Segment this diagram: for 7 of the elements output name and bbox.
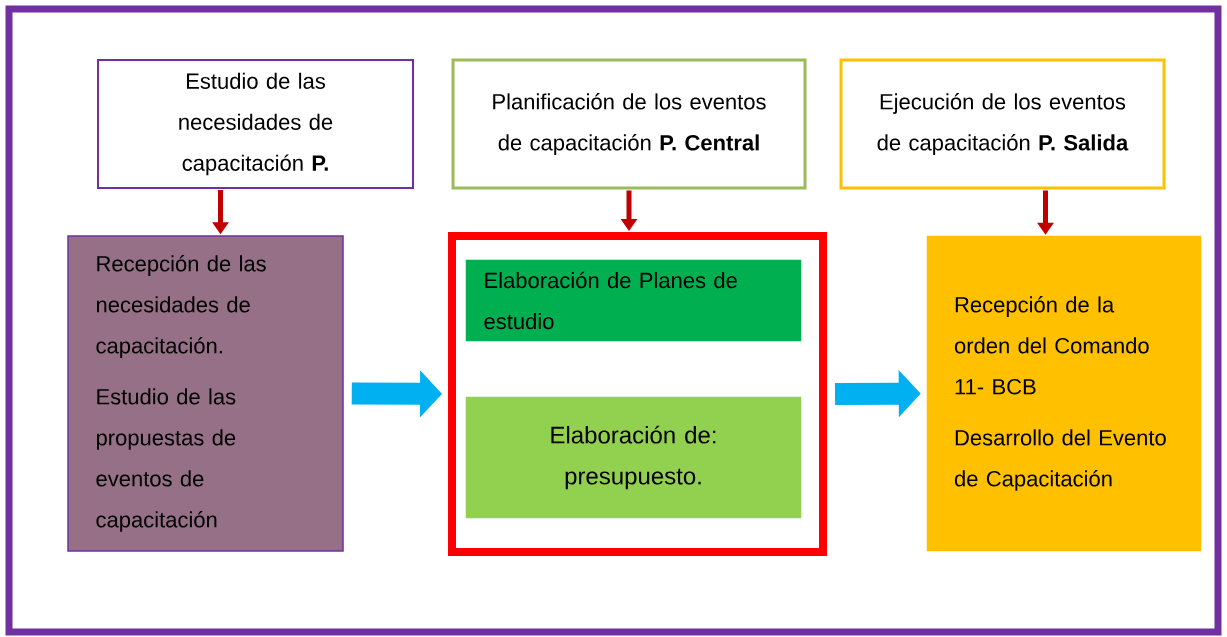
process-box: Recepción de la orden del Comando 11- BCB Desarrollo del Evento de Capacitación [926, 235, 1202, 552]
task-box: Elaboración de Planes de estudio [465, 259, 802, 342]
task-box: Elaboración de: presupuesto. [465, 396, 802, 519]
process-box: Estudio de las necesidades de capacitación P. [97, 59, 414, 189]
process-box: Planificación de los eventos de capacitación P. Central [451, 58, 807, 190]
process-box: Recepción de las necesidades de capacitación. Estudio de las propuestas de eventos de capacitación [67, 235, 344, 552]
process-box: Ejecución de los eventos de capacitación P. Salida [839, 58, 1166, 190]
